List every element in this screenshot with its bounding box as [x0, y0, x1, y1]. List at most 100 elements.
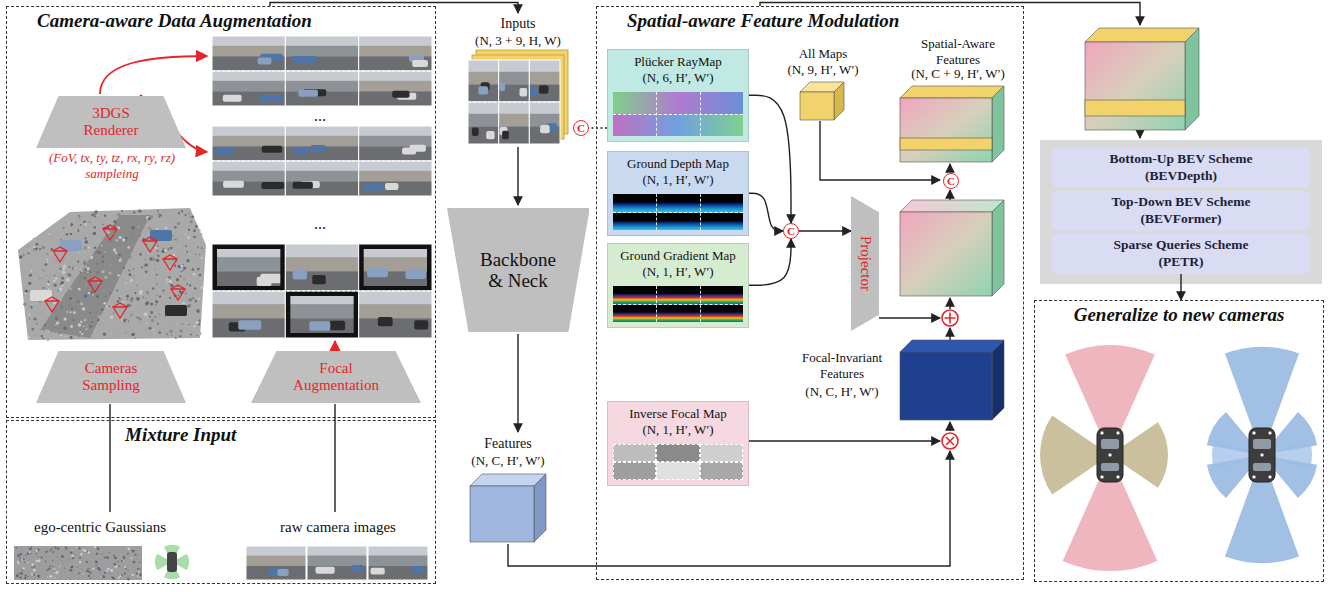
gaussian-splat — [65, 336, 67, 338]
gaussian-splat — [29, 253, 31, 255]
gaussian-splat — [109, 306, 110, 307]
tensor-name: All Maps — [703, 46, 943, 62]
tensor-shape: (N, C + 9, H′, W′) — [838, 66, 1078, 82]
panel-title: Spatial-aware Feature Modulation — [627, 10, 899, 32]
gaussian-splat — [98, 251, 101, 254]
gaussian-splat — [155, 304, 156, 305]
text-group: Cameras Sampling — [71, 360, 151, 394]
gaussian-splat — [27, 336, 30, 339]
gaussian-splat — [112, 577, 115, 580]
gaussian-splat — [117, 213, 120, 216]
gaussian-splat — [77, 572, 79, 574]
photo-sky — [359, 71, 432, 106]
gaussian-splat — [62, 271, 65, 274]
gaussian-splat — [127, 570, 128, 571]
gaussian-splat — [197, 246, 199, 248]
gaussian-splat — [201, 257, 203, 259]
gaussian-splat — [131, 236, 132, 237]
gaussian-splat — [158, 213, 161, 216]
gaussian-splat — [176, 278, 179, 281]
gaussian-splat — [125, 300, 128, 303]
gaussian-splat — [100, 576, 102, 578]
map-title: Ground Depth Map — [627, 156, 729, 172]
gaussian-splat — [104, 556, 106, 558]
gaussian-splat — [56, 571, 59, 574]
gaussian-splat — [142, 297, 145, 300]
gaussian-splat — [195, 300, 197, 302]
gaussian-splat — [36, 326, 38, 328]
gaussian-splat — [80, 321, 82, 323]
multiply-symbol — [942, 433, 958, 449]
gaussian-splat — [185, 254, 186, 255]
gaussian-splat — [59, 566, 60, 567]
photo-road — [285, 56, 358, 71]
photo-sky — [359, 161, 432, 196]
car-window — [1101, 439, 1119, 449]
camera-photo — [212, 244, 285, 291]
gaussian-splat — [86, 328, 88, 330]
photo-road — [468, 84, 499, 102]
gaussian-splat — [121, 560, 123, 562]
preview-divider — [656, 92, 657, 136]
gaussian-splat — [74, 267, 76, 269]
gaussian-splat — [167, 282, 168, 283]
focal-cell — [613, 462, 656, 480]
gaussian-splat — [33, 318, 36, 321]
photo-frame — [468, 60, 499, 102]
gaussian-splat — [153, 329, 155, 331]
gaussian-splat — [190, 333, 192, 335]
gaussian-splat — [120, 216, 122, 218]
gaussian-splat — [123, 319, 126, 322]
gaussian-splat — [74, 229, 77, 232]
gaussian-splat — [69, 271, 71, 273]
camera-dot — [1260, 453, 1264, 457]
gaussian-splat — [97, 567, 100, 570]
gaussian-splat — [177, 222, 180, 225]
gaussian-splat — [163, 324, 165, 326]
camera-photo — [529, 60, 560, 102]
gaussian-splat — [24, 562, 26, 564]
gaussian-splat — [118, 254, 121, 257]
camera-dot — [1116, 431, 1120, 435]
augmentation-panel: Camera-aware Data Augmentation3DGS Rende… — [6, 6, 436, 418]
photo-sky — [285, 36, 358, 71]
gaussian-splat — [102, 261, 104, 263]
gaussian-splat — [68, 305, 69, 306]
gaussian-splat — [29, 274, 32, 277]
gaussian-splat — [39, 278, 41, 280]
text-group: 3DGS Renderer — [71, 105, 151, 139]
photo-sky — [285, 71, 358, 106]
wire — [517, 334, 518, 432]
gaussian-splat — [157, 295, 158, 296]
photo-buildings — [359, 171, 432, 182]
photo-frame — [285, 71, 358, 106]
gaussian-splat — [20, 572, 23, 575]
gaussian-splat — [123, 561, 124, 562]
gaussian-splat — [134, 292, 136, 294]
label-holder: Inputs — [398, 16, 638, 33]
gaussian-splat — [114, 565, 117, 568]
label-holder: (N, C, H′, W′) — [388, 453, 628, 469]
cube-front — [1085, 42, 1185, 130]
gaussian-splat — [77, 301, 79, 303]
camera-dot — [1252, 475, 1256, 479]
gaussian-splat — [193, 229, 196, 232]
panel-title: Mixture Input — [125, 424, 236, 446]
photo-frame — [285, 244, 358, 291]
photo-car — [262, 146, 283, 153]
gaussian-splat — [70, 311, 72, 313]
preview-half — [613, 286, 743, 304]
gaussian-splat — [103, 320, 104, 321]
gaussian-splat — [164, 283, 167, 286]
photo-sky — [499, 60, 530, 102]
cube-side — [992, 340, 1004, 420]
gaussian-splat — [134, 216, 137, 219]
gaussian-splat — [187, 285, 188, 286]
gaussian-splat — [54, 573, 55, 574]
tensor-name: Inputs — [398, 16, 638, 33]
gaussian-splat — [84, 256, 86, 258]
gaussian-splat — [94, 330, 96, 332]
gaussian-splat — [156, 274, 158, 276]
gaussian-splat — [17, 554, 20, 557]
